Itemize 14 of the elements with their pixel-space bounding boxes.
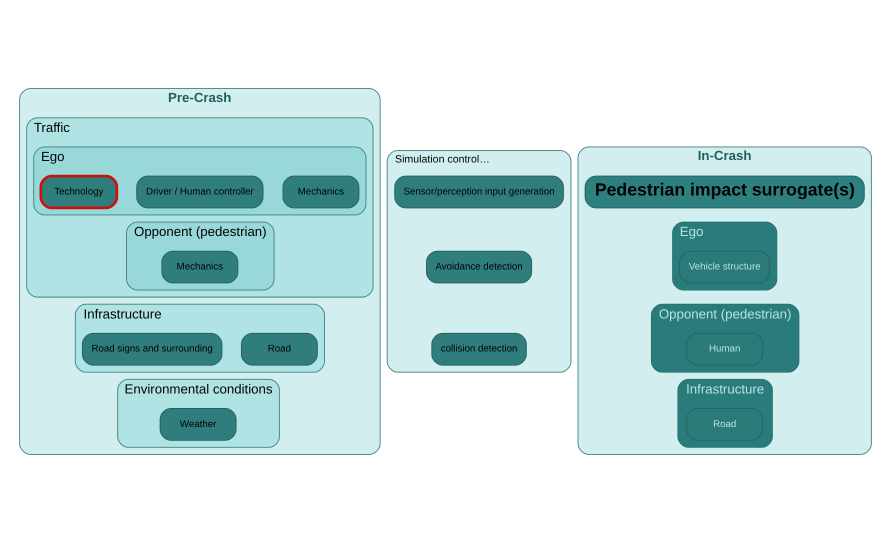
- node-box: collision detection: [431, 332, 527, 366]
- node-box: Technology: [40, 174, 118, 209]
- node-box: Sensor/perception input generation: [394, 175, 564, 208]
- node-box: Weather: [160, 408, 237, 440]
- node-box: Road signs and surrounding: [82, 332, 222, 366]
- node-box: Vehicle structure: [679, 250, 770, 283]
- node-box: Road: [240, 332, 318, 366]
- node-box: Mechanics: [161, 250, 238, 283]
- node-box: Road: [686, 408, 764, 440]
- node-box: Pedestrian impact surrogate(s): [584, 175, 865, 208]
- node-box: Driver / Human controller: [136, 175, 264, 208]
- node-box: Human: [686, 332, 764, 366]
- node-box: Avoidance detection: [426, 250, 532, 283]
- node-box: Mechanics: [282, 175, 360, 208]
